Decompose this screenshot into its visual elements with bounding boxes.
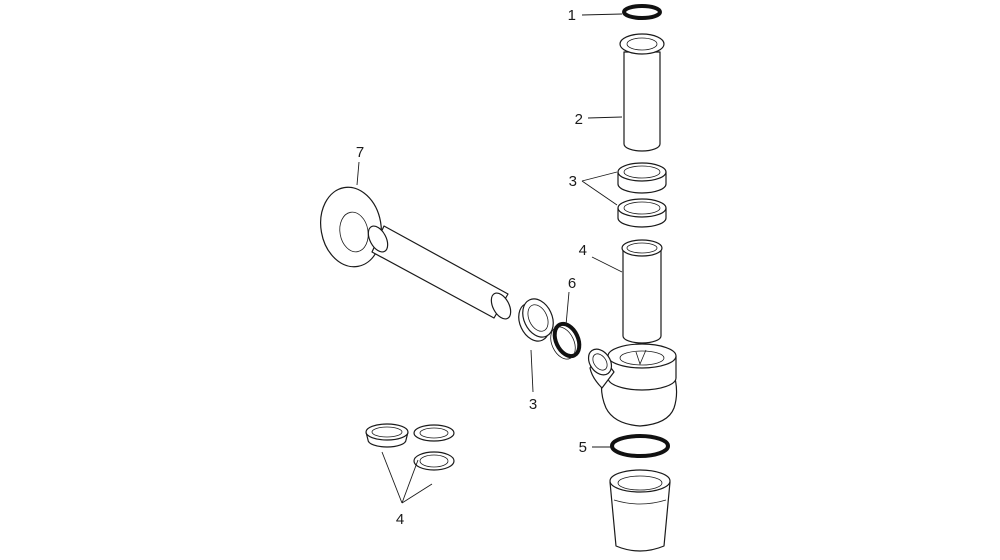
part-spare-rings-4 [365,423,455,471]
callout-4-left: 4 [396,511,404,528]
callout-4-right: 4 [579,242,587,259]
part-dip-tube-4 [621,239,663,344]
part-union-nut-3b [617,198,667,228]
callout-2: 2 [575,111,583,128]
callout-1: 1 [568,7,576,24]
callout-6: 6 [568,275,576,292]
callout-5: 5 [579,439,587,456]
part-seal-ring-1 [622,4,662,20]
part-trap-body [587,343,678,427]
callout-7: 7 [356,144,364,161]
part-angled-nut-3 [518,298,554,342]
part-vertical-tube-2 [619,33,665,152]
part-wall-rosette-7 [320,186,382,268]
part-union-nut-3a [617,162,667,194]
callout-3-bottom: 3 [529,396,537,413]
part-bottom-cup [609,469,671,552]
part-seal-ring-5 [610,434,670,458]
callout-3-right: 3 [569,173,577,190]
leader-lines [356,13,623,504]
part-horizontal-pipe [367,225,512,320]
part-seal-ring-6 [550,321,582,360]
